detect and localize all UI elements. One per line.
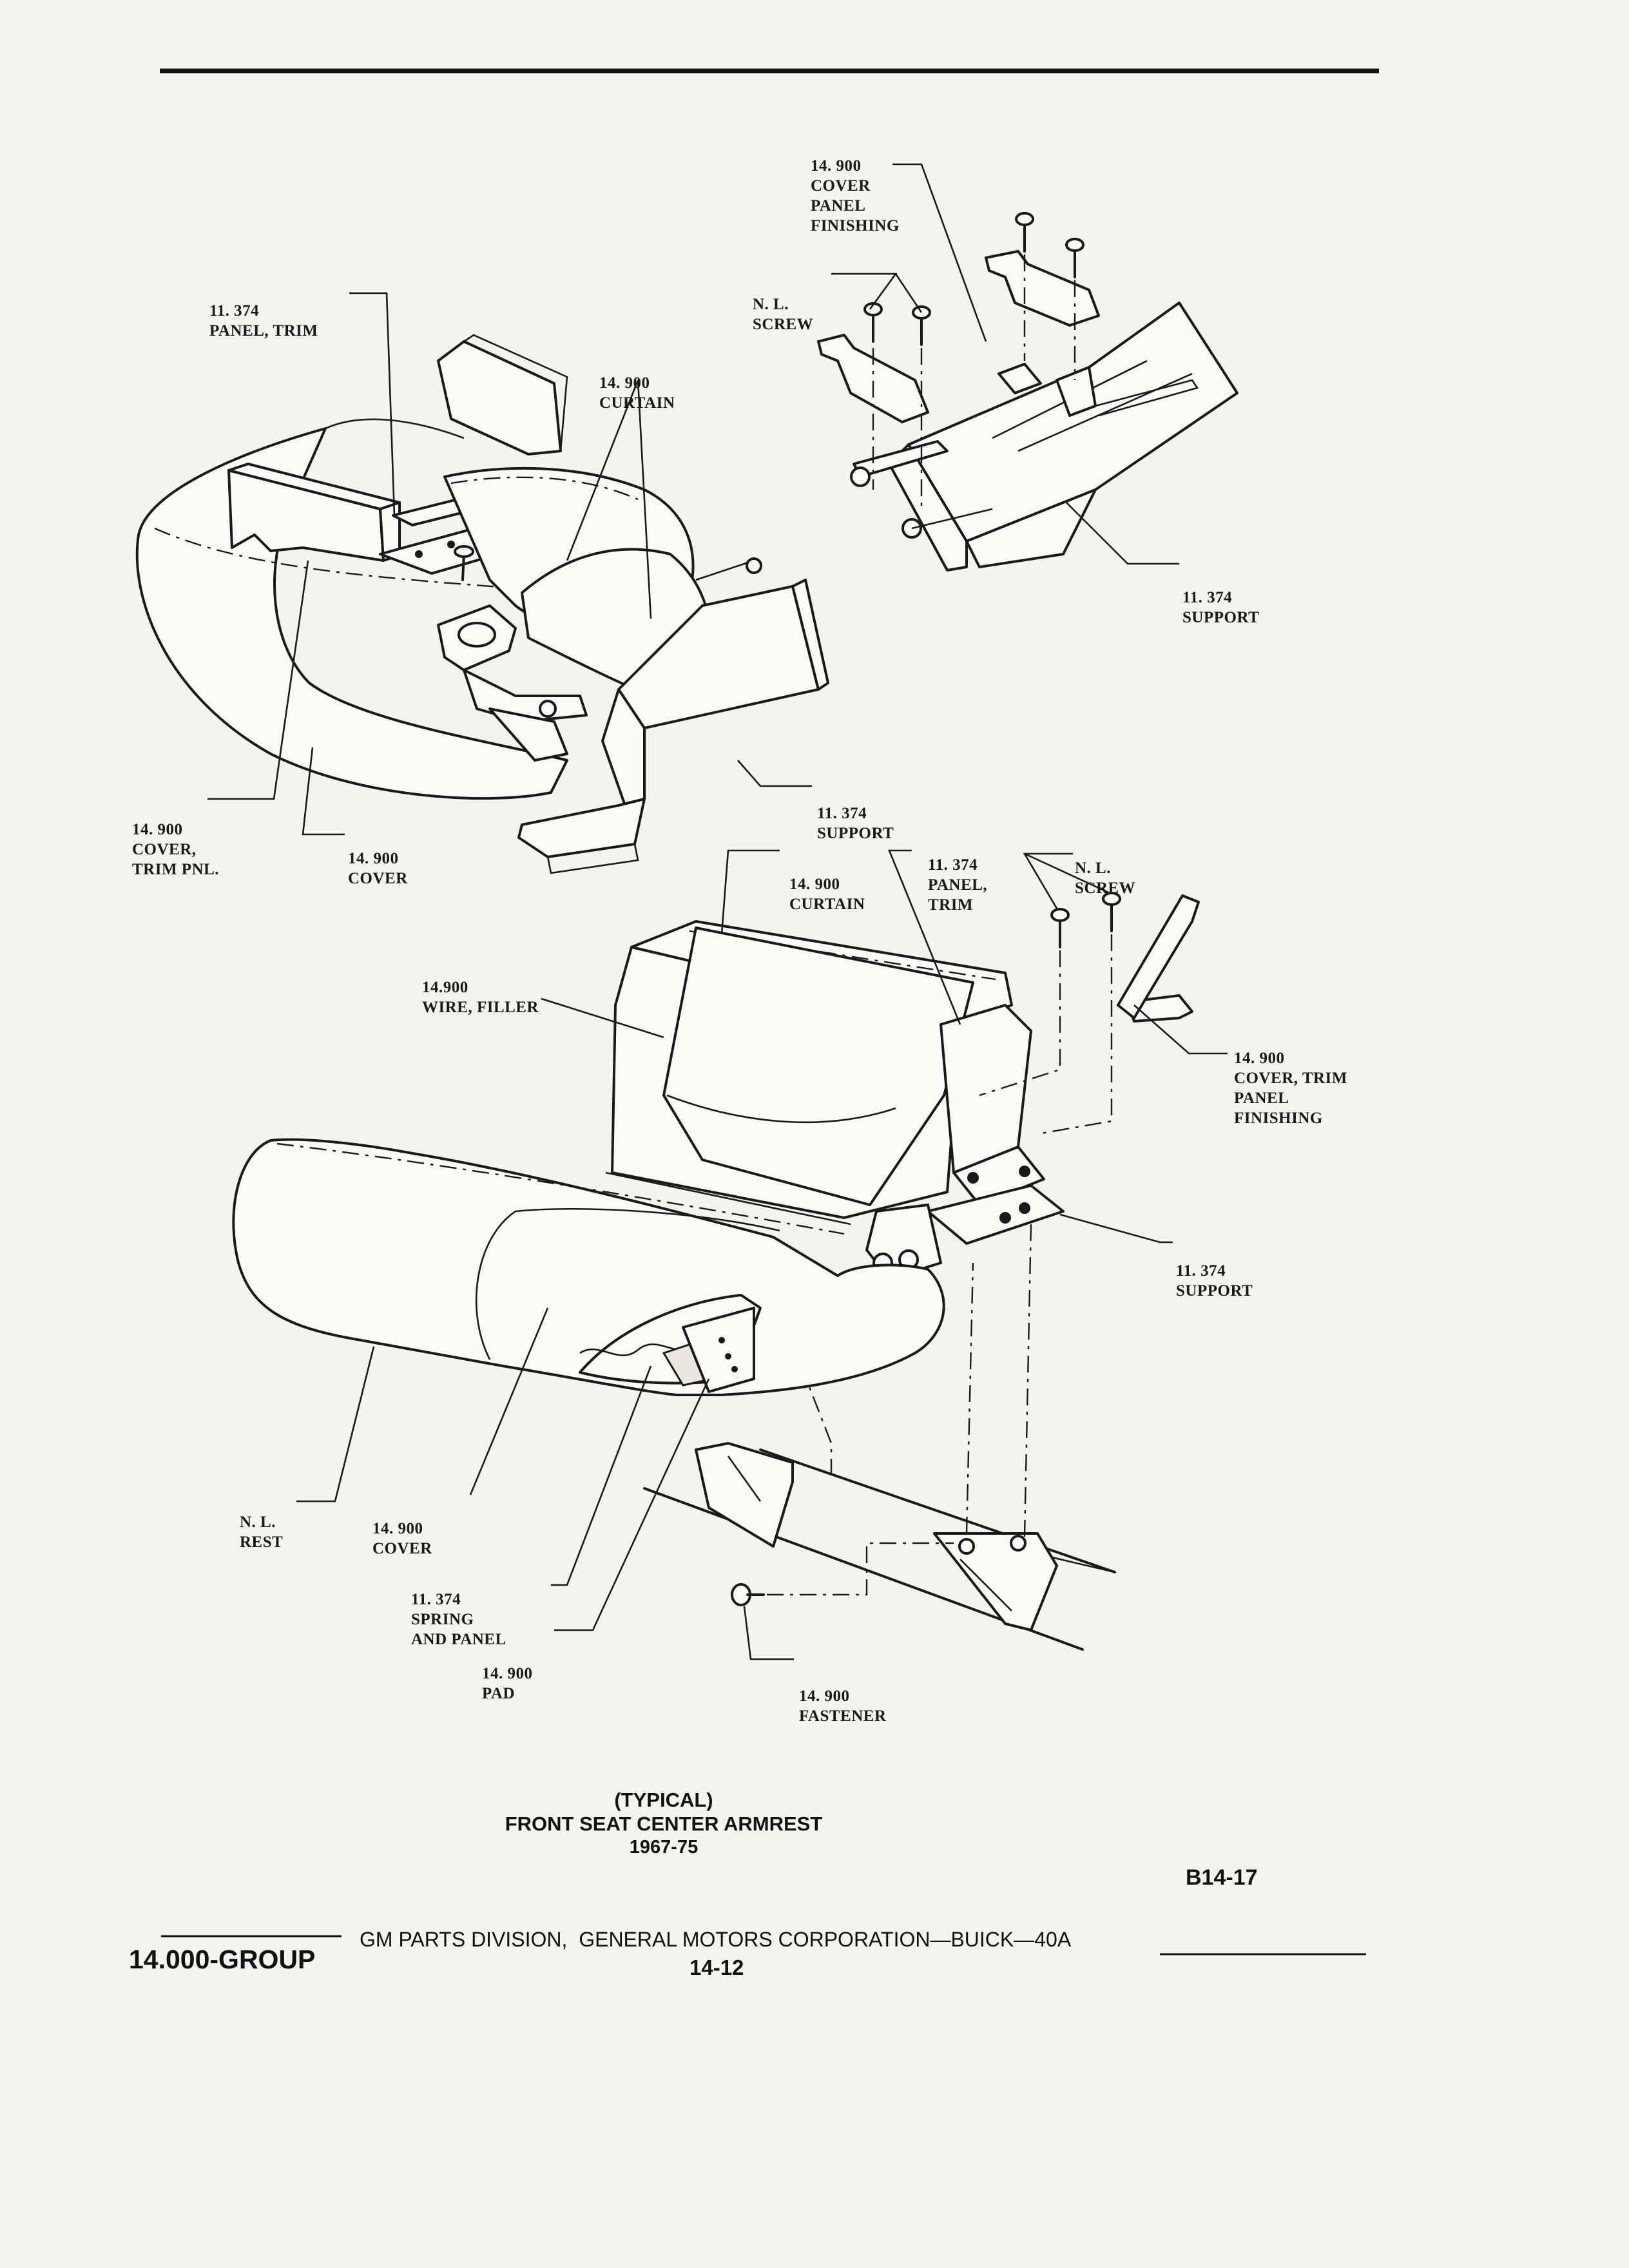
footer-publisher: GM PARTS DIVISION, GENERAL MOTORS CORPOR… [360,1928,1072,1951]
label-bottom-nl-rest: N. L.REST [240,1514,284,1551]
leader-lines [207,163,1228,1660]
caption-years: 1967-75 [629,1837,699,1858]
label-bottom-nl-screw: N. L.SCREW [1075,860,1136,897]
bottom-armrest-assembly [232,892,1200,1651]
footer-group: 14.000-GROUP [129,1945,316,1974]
figure-caption: (TYPICAL) FRONT SEAT CENTER ARMREST 1967… [451,1788,876,1860]
figure-code: B14-17 [1186,1865,1258,1890]
caption-title: FRONT SEAT CENTER ARMREST [505,1812,823,1835]
top-armrest-assembly [135,334,829,874]
label-top-nl-screw: N. L.SCREW [753,296,814,333]
footer-page-number: 14-12 [689,1956,744,1979]
top-right-support-exploded [817,212,1239,572]
caption-typical: (TYPICAL) [614,1789,713,1811]
